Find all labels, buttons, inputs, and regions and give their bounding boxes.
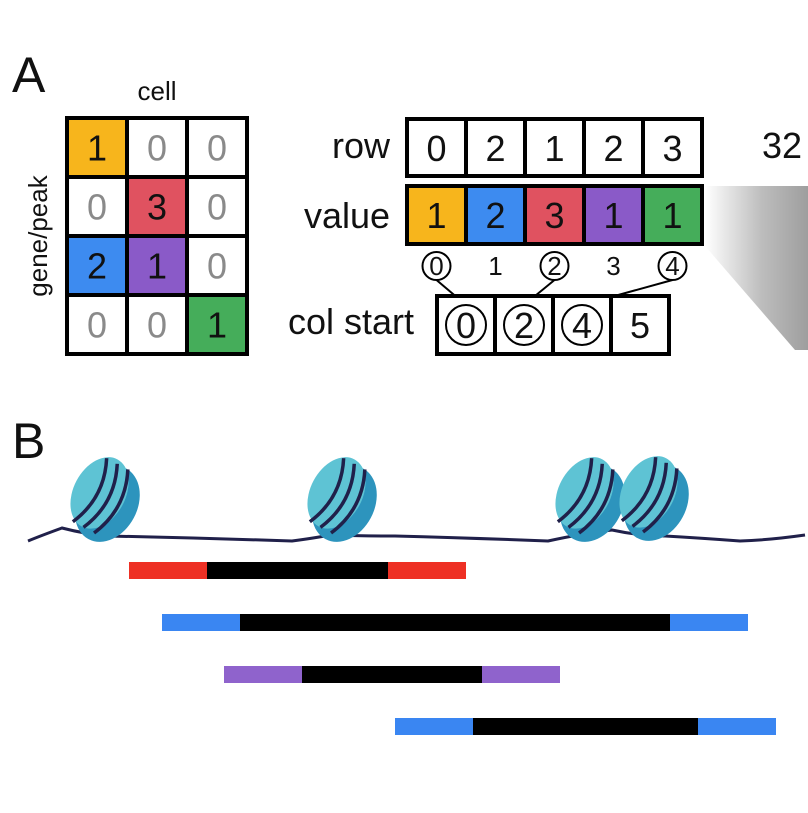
value-index: 0 — [429, 251, 443, 281]
nucleosomes — [70, 456, 689, 542]
value-array-value: 1 — [426, 195, 446, 236]
matrix-cell-value: 1 — [147, 246, 167, 287]
dna-wrap — [319, 463, 357, 529]
matrix-cell-value: 3 — [147, 187, 167, 228]
value-index: 3 — [606, 251, 620, 281]
fragment-left-end — [129, 562, 207, 579]
colstart-circle — [561, 304, 603, 346]
dna-wrap — [92, 469, 130, 535]
matrix-cell — [185, 293, 249, 356]
dna-strand — [27, 526, 806, 543]
fragment-right-end — [388, 562, 466, 579]
colstart-cell — [609, 294, 671, 356]
colstart-value: 0 — [456, 305, 476, 346]
value-index: 2 — [547, 251, 561, 281]
dna-wrap — [620, 457, 658, 523]
matrix-cell — [125, 234, 189, 297]
fragment-left-end — [395, 718, 473, 735]
panel-label-b: B — [12, 413, 45, 469]
colstart-circle — [503, 304, 545, 346]
value-index-labels: 0 1 2 3 4 — [421, 251, 688, 281]
row-array-value: 1 — [544, 128, 564, 169]
side-number: 32 — [762, 125, 802, 166]
zoom-wedge — [705, 186, 808, 350]
row-array-value: 0 — [426, 128, 446, 169]
colstart-value: 5 — [630, 305, 650, 346]
matrix-row-label: gene/peak — [23, 174, 53, 296]
dna-wrap — [556, 458, 594, 524]
value-array-cell — [464, 184, 527, 246]
matrix-cell — [65, 293, 129, 356]
nucleosome — [70, 457, 140, 542]
row-array-cell — [582, 117, 645, 178]
matrix-cell-value: 1 — [207, 305, 227, 346]
dna-wrap — [82, 463, 120, 529]
fragment-right-end — [670, 614, 748, 631]
matrix-cell — [185, 175, 249, 238]
fragment-core — [473, 718, 698, 735]
fragment-left-end — [162, 614, 240, 631]
fragment-core — [302, 666, 482, 683]
value-array-value: 1 — [662, 195, 682, 236]
matrix-cell-value: 0 — [207, 128, 227, 169]
row-array-value: 2 — [485, 128, 505, 169]
fragment-core — [240, 614, 670, 631]
dna-wrap — [641, 468, 679, 534]
matrix-cell-value: 0 — [207, 246, 227, 287]
matrix-cell-value: 0 — [87, 187, 107, 228]
dna-wrap — [329, 469, 367, 535]
value-index: 4 — [665, 251, 679, 281]
dna-wrap — [577, 469, 615, 535]
matrix-cell-value: 0 — [207, 187, 227, 228]
colstart-circle — [445, 304, 487, 346]
fragment-right-end — [482, 666, 560, 683]
row-array-value: 3 — [662, 128, 682, 169]
value-index: 1 — [488, 251, 502, 281]
matrix-cell-value: 1 — [87, 128, 107, 169]
value-array-value: 3 — [544, 195, 564, 236]
fragments — [129, 562, 776, 735]
dna-wrap — [71, 458, 109, 524]
colstart-value: 4 — [572, 305, 592, 346]
fragment-core — [207, 562, 388, 579]
nucleosome — [619, 456, 689, 541]
fragment-left-end — [224, 666, 302, 683]
value-array-value: 1 — [603, 195, 623, 236]
value-array-cell — [523, 184, 586, 246]
row-array-label: row — [332, 125, 391, 166]
fragment-right-end — [698, 718, 776, 735]
value-array-cell — [582, 184, 645, 246]
matrix-cell-value: 0 — [87, 305, 107, 346]
panel-label-a: A — [12, 47, 46, 103]
colstart-array-label: col start — [288, 301, 414, 342]
colstart-value: 2 — [514, 305, 534, 346]
nucleosome — [555, 457, 625, 542]
value-array-label: value — [304, 195, 390, 236]
matrix-cell-value: 0 — [147, 128, 167, 169]
dna-wrap — [567, 463, 605, 529]
nucleosome — [307, 457, 377, 542]
dna-wrap — [631, 462, 669, 528]
matrix-col-label: cell — [137, 76, 176, 106]
dna-wrap — [308, 458, 346, 524]
value-array-value: 2 — [485, 195, 505, 236]
matrix-cell-value: 2 — [87, 246, 107, 287]
row-array-cell — [641, 117, 704, 178]
value-array-cell — [641, 184, 704, 246]
matrix-cell-value: 0 — [147, 305, 167, 346]
row-array-value: 2 — [603, 128, 623, 169]
